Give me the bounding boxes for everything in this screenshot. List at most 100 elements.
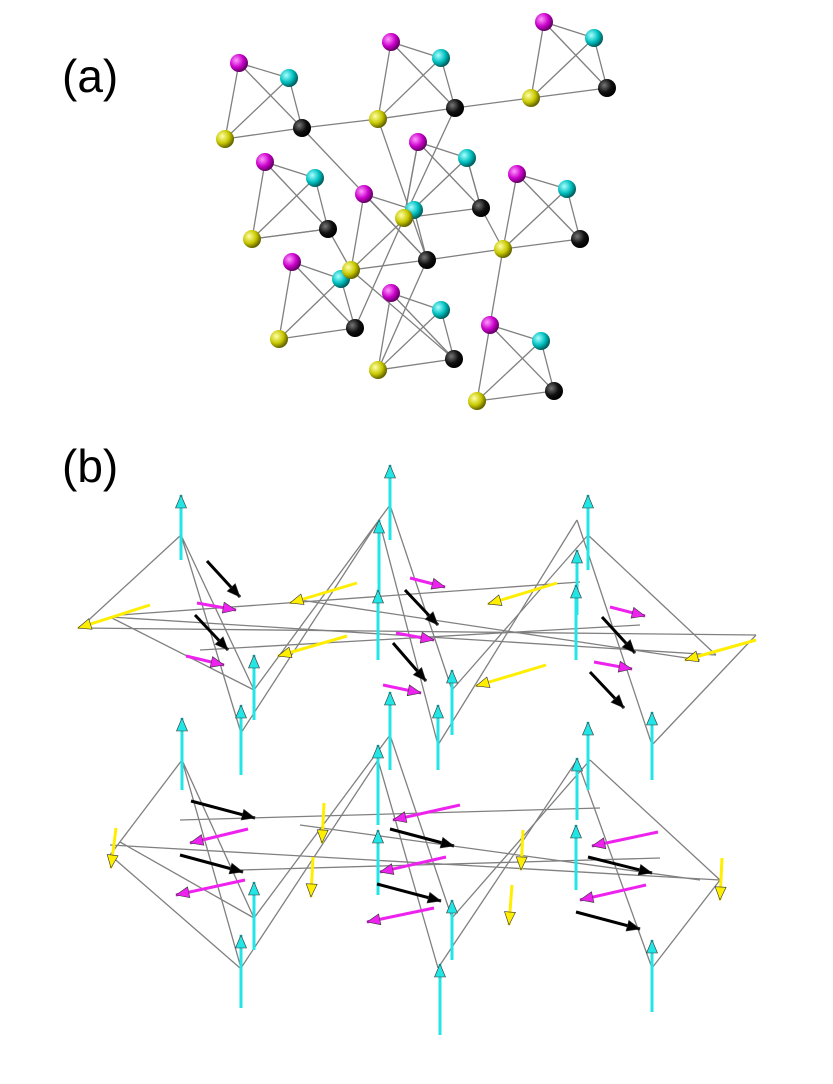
yellow-atom bbox=[342, 261, 360, 279]
cyan-spin-arrow-head bbox=[434, 963, 446, 978]
magenta-atom bbox=[508, 165, 526, 183]
magenta-spin-arrow-head bbox=[406, 684, 422, 697]
panel-b-bonds bbox=[79, 504, 757, 969]
magenta-atom bbox=[355, 185, 373, 203]
bond bbox=[109, 854, 241, 969]
cyan-spin-arrow-head bbox=[570, 584, 582, 599]
yellow-spin-arrow-head bbox=[77, 618, 93, 630]
magenta-spin-arrow-head bbox=[617, 660, 633, 673]
cyan-atom bbox=[432, 49, 450, 67]
black-atom bbox=[446, 99, 464, 117]
yellow-atom bbox=[369, 110, 387, 128]
bond bbox=[109, 759, 183, 856]
magenta-atom bbox=[256, 153, 274, 171]
black-atom bbox=[293, 119, 311, 137]
bond bbox=[354, 217, 405, 329]
cyan-atom bbox=[306, 169, 324, 187]
cyan-spin-arrow-head bbox=[373, 519, 385, 534]
panel-b-label: (b) bbox=[62, 440, 118, 492]
bond bbox=[651, 634, 757, 746]
black-atom bbox=[472, 199, 490, 217]
bond bbox=[224, 62, 240, 140]
bond bbox=[530, 21, 545, 99]
black-atom bbox=[319, 220, 337, 238]
magenta-spin-arrow-head bbox=[419, 631, 435, 644]
yellow-spin-arrow-head bbox=[487, 594, 503, 606]
bond bbox=[251, 228, 329, 240]
cyan-spin-arrow-head bbox=[582, 494, 594, 509]
panel-b-spin-structure bbox=[77, 464, 757, 1035]
yellow-spin-arrow-head bbox=[684, 650, 700, 663]
yellow-spin-arrow-head bbox=[316, 829, 329, 844]
black-atom bbox=[445, 350, 463, 368]
cyan-spin-arrow-head bbox=[384, 691, 396, 706]
magenta-atom bbox=[409, 133, 427, 151]
bond bbox=[251, 161, 266, 240]
bond bbox=[79, 534, 182, 629]
yellow-atom bbox=[216, 130, 234, 148]
cyan-spin-arrow-head bbox=[646, 939, 658, 954]
yellow-atom bbox=[395, 209, 413, 227]
bond bbox=[278, 261, 293, 340]
panel-a-label: (a) bbox=[62, 50, 118, 102]
yellow-atom bbox=[468, 392, 486, 410]
bond bbox=[350, 193, 365, 271]
bond bbox=[426, 248, 504, 261]
bond bbox=[377, 309, 442, 371]
black-spin-arrow-head bbox=[621, 639, 636, 654]
cyan-atom bbox=[532, 332, 550, 350]
bond bbox=[224, 77, 290, 140]
bond bbox=[119, 581, 581, 616]
bond bbox=[377, 358, 455, 371]
yellow-spin-arrow-head bbox=[289, 593, 305, 605]
bond bbox=[502, 238, 581, 250]
magenta-spin-arrow-head bbox=[209, 656, 225, 668]
magenta-atom bbox=[230, 54, 248, 72]
magenta-spin-arrow-head bbox=[430, 577, 446, 590]
cyan-spin-arrow-head bbox=[175, 494, 187, 509]
bond bbox=[389, 504, 453, 691]
cyan-atom bbox=[585, 29, 603, 47]
black-spin-arrow-head bbox=[610, 694, 625, 709]
cyan-atom bbox=[558, 180, 576, 198]
bond bbox=[291, 261, 356, 329]
cyan-spin-arrow-head bbox=[176, 717, 188, 732]
magenta-spin-arrow-head bbox=[175, 886, 191, 898]
bond bbox=[651, 879, 721, 969]
bond bbox=[350, 259, 428, 271]
bond bbox=[377, 57, 442, 120]
bond bbox=[278, 278, 342, 340]
cyan-spin-arrow-head bbox=[571, 757, 583, 772]
bond bbox=[181, 759, 255, 919]
panel-a-atoms bbox=[216, 13, 616, 410]
black-atom bbox=[418, 251, 436, 269]
cyan-spin-arrow-head bbox=[446, 669, 458, 684]
bond bbox=[502, 188, 568, 250]
bond bbox=[180, 534, 255, 691]
cyan-spin-arrow-head bbox=[235, 704, 247, 719]
magenta-atom bbox=[382, 33, 400, 51]
yellow-spin-arrow-head bbox=[106, 854, 119, 869]
bond bbox=[377, 41, 392, 120]
bond bbox=[587, 534, 717, 656]
cyan-spin-arrow-head bbox=[570, 824, 582, 839]
magenta-atom bbox=[382, 284, 400, 302]
yellow-atom bbox=[494, 240, 512, 258]
black-spin-arrow-head bbox=[412, 667, 427, 682]
bond bbox=[451, 534, 589, 691]
bond bbox=[390, 292, 455, 360]
bond bbox=[253, 504, 391, 691]
black-atom bbox=[346, 319, 364, 337]
bond bbox=[389, 734, 453, 919]
bond bbox=[251, 177, 316, 240]
bond bbox=[299, 824, 701, 881]
black-spin-arrow-head bbox=[240, 808, 256, 821]
cyan-spin-arrow-head bbox=[372, 829, 384, 844]
bond bbox=[109, 844, 721, 881]
black-spin-arrow-head bbox=[426, 891, 442, 904]
cyan-atom bbox=[432, 301, 450, 319]
cyan-spin-arrow-head bbox=[248, 654, 260, 669]
yellow-spin-arrow-head bbox=[475, 676, 491, 688]
bond bbox=[403, 107, 456, 219]
